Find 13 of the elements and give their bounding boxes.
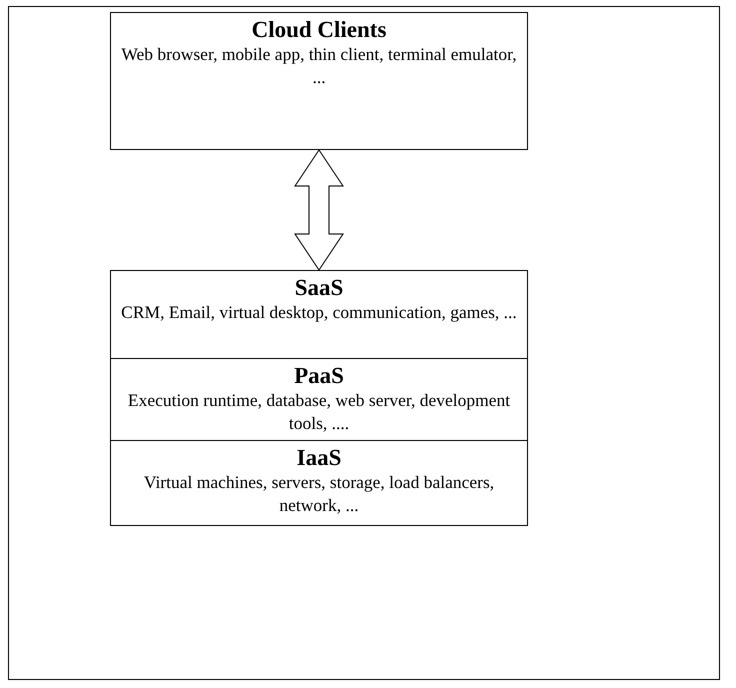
layer-box: [110, 270, 528, 359]
description: Web browser, mobile app, thin client, terminal emulator, ...: [120, 43, 518, 89]
layer-box: [110, 358, 528, 441]
heading: Cloud Clients: [250, 17, 388, 43]
description: Virtual machines, servers, storage, load balancers, network, ...: [142, 471, 496, 517]
heading: PaaS: [293, 363, 345, 389]
description: CRM, Email, virtual desktop, communication, games, ...: [120, 301, 518, 324]
heading: IaaS: [296, 445, 342, 471]
layer-box: [110, 440, 528, 526]
heading: SaaS: [294, 275, 344, 301]
double-arrow: [294, 149, 344, 271]
description: Execution runtime, database, web server, development tools, ....: [126, 389, 512, 435]
layer-box: [110, 12, 528, 150]
